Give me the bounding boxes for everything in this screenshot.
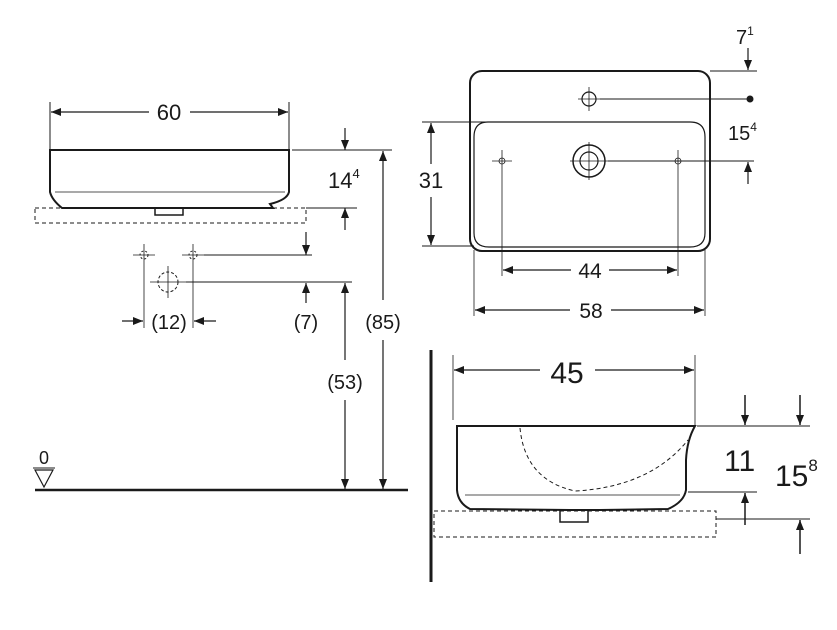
drain-offset-v-label: (7) (294, 312, 318, 334)
top-view: 31 44 58 71 154 (419, 24, 757, 323)
drain-crosshair-left (133, 244, 155, 266)
mount-point-left (492, 150, 512, 172)
side-total-label: 158 (775, 456, 818, 493)
drain-crosshair-right (182, 244, 204, 266)
basin-top-bowl (473, 121, 706, 248)
floor-level-label: 0 (39, 448, 49, 468)
outer-width-label: 58 (579, 300, 602, 323)
tap-ref-dot (746, 95, 754, 103)
countertop-side (433, 510, 717, 538)
front-width-label: 60 (157, 100, 181, 125)
waste-outlet-symbol (150, 266, 186, 298)
side-depth-label: 45 (550, 357, 583, 390)
floor-level-triangle (34, 469, 54, 489)
basin-front-drain (154, 207, 184, 216)
drain-offset-h-label: (12) (151, 312, 187, 334)
tap-depth-label: 154 (728, 120, 757, 145)
basin-side-drain (559, 509, 589, 523)
basin-side-outline (456, 425, 697, 511)
mount-height-label: (53) (327, 372, 363, 394)
front-view: 60 144 (85) (33, 100, 408, 492)
side-view: 45 11 158 (429, 350, 818, 582)
inner-width-label: 44 (578, 260, 602, 283)
waste-top (570, 142, 608, 180)
side-height-label: 11 (724, 445, 755, 478)
countertop-front (34, 207, 307, 224)
tap-hole (578, 87, 600, 111)
total-height-label: (85) (365, 312, 401, 334)
basin-front-outline (49, 149, 290, 209)
basin-side-bowl-hidden (519, 427, 689, 492)
mount-point-right (668, 150, 688, 172)
top-depth-label: 31 (419, 168, 443, 193)
front-height-label: 144 (328, 166, 360, 193)
tap-offset-label: 71 (736, 24, 754, 49)
